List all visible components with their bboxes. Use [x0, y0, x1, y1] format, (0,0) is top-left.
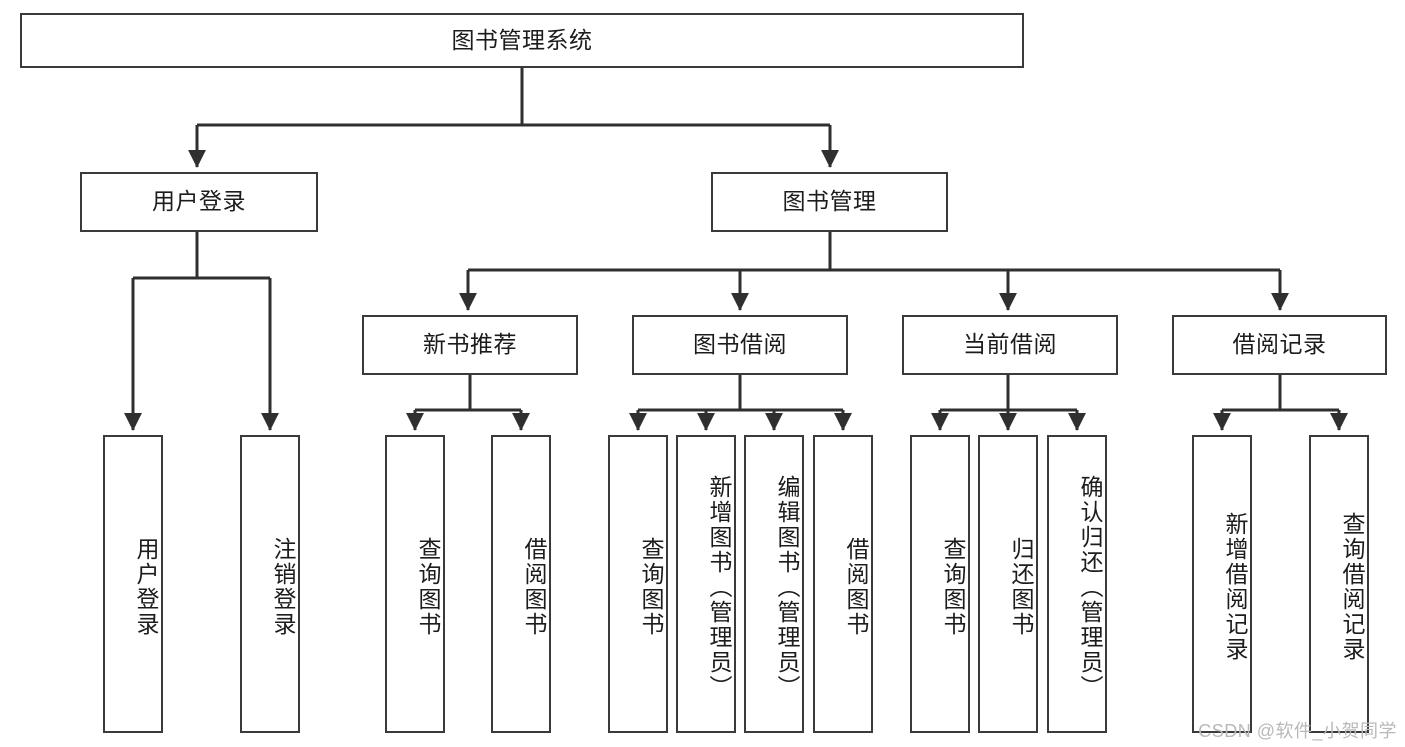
node-book-borrow[interactable]: 图书借阅 — [632, 315, 848, 375]
node-book-borrow-label: 图书借阅 — [693, 331, 787, 358]
node-leaf-logout-login-label: 注销登录 — [270, 537, 296, 637]
node-leaf-confirm-return[interactable]: 确认归还（管理员） — [1047, 435, 1107, 733]
node-leaf-query-book-3[interactable]: 查询图书 — [910, 435, 970, 733]
node-root[interactable]: 图书管理系统 — [20, 13, 1024, 68]
node-current-borrow[interactable]: 当前借阅 — [902, 315, 1118, 375]
node-leaf-add-book[interactable]: 新增图书（管理员） — [676, 435, 736, 733]
node-leaf-add-record-label: 新增借阅记录 — [1222, 512, 1248, 662]
node-user-login[interactable]: 用户登录 — [80, 172, 318, 232]
node-leaf-logout-login[interactable]: 注销登录 — [240, 435, 300, 733]
node-leaf-query-record[interactable]: 查询借阅记录 — [1309, 435, 1369, 733]
node-book-management-label: 图书管理 — [782, 188, 877, 215]
node-user-login-label: 用户登录 — [152, 188, 246, 215]
csdn-watermark: CSDN @软件_小贺同学 — [1198, 721, 1397, 741]
node-leaf-add-record[interactable]: 新增借阅记录 — [1192, 435, 1252, 733]
node-leaf-query-record-label: 查询借阅记录 — [1339, 512, 1365, 662]
node-leaf-borrow-book-1-label: 借阅图书 — [521, 537, 547, 637]
node-leaf-query-book-2[interactable]: 查询图书 — [608, 435, 668, 733]
node-leaf-borrow-book-1[interactable]: 借阅图书 — [491, 435, 551, 733]
node-leaf-edit-book-label: 编辑图书（管理员） — [774, 474, 800, 700]
node-current-borrow-label: 当前借阅 — [963, 331, 1057, 358]
node-leaf-borrow-book-2-label: 借阅图书 — [843, 537, 869, 637]
node-leaf-user-login-label: 用户登录 — [133, 537, 159, 637]
node-leaf-user-login[interactable]: 用户登录 — [103, 435, 163, 733]
node-borrow-record-label: 借阅记录 — [1232, 331, 1327, 358]
node-book-management[interactable]: 图书管理 — [711, 172, 948, 232]
node-leaf-return-book[interactable]: 归还图书 — [978, 435, 1038, 733]
node-leaf-edit-book[interactable]: 编辑图书（管理员） — [744, 435, 804, 733]
node-borrow-record[interactable]: 借阅记录 — [1172, 315, 1387, 375]
node-leaf-query-book-1[interactable]: 查询图书 — [385, 435, 445, 733]
node-root-label: 图书管理系统 — [451, 26, 593, 53]
node-leaf-query-book-2-label: 查询图书 — [638, 537, 664, 637]
node-new-book-recommend-label: 新书推荐 — [423, 331, 517, 358]
node-leaf-confirm-return-label: 确认归还（管理员） — [1077, 474, 1103, 700]
node-leaf-borrow-book-2[interactable]: 借阅图书 — [813, 435, 873, 733]
node-leaf-add-book-label: 新增图书（管理员） — [706, 474, 732, 700]
node-leaf-query-book-3-label: 查询图书 — [940, 537, 966, 637]
node-new-book-recommend[interactable]: 新书推荐 — [362, 315, 578, 375]
node-leaf-return-book-label: 归还图书 — [1008, 537, 1034, 637]
node-leaf-query-book-1-label: 查询图书 — [415, 537, 441, 637]
